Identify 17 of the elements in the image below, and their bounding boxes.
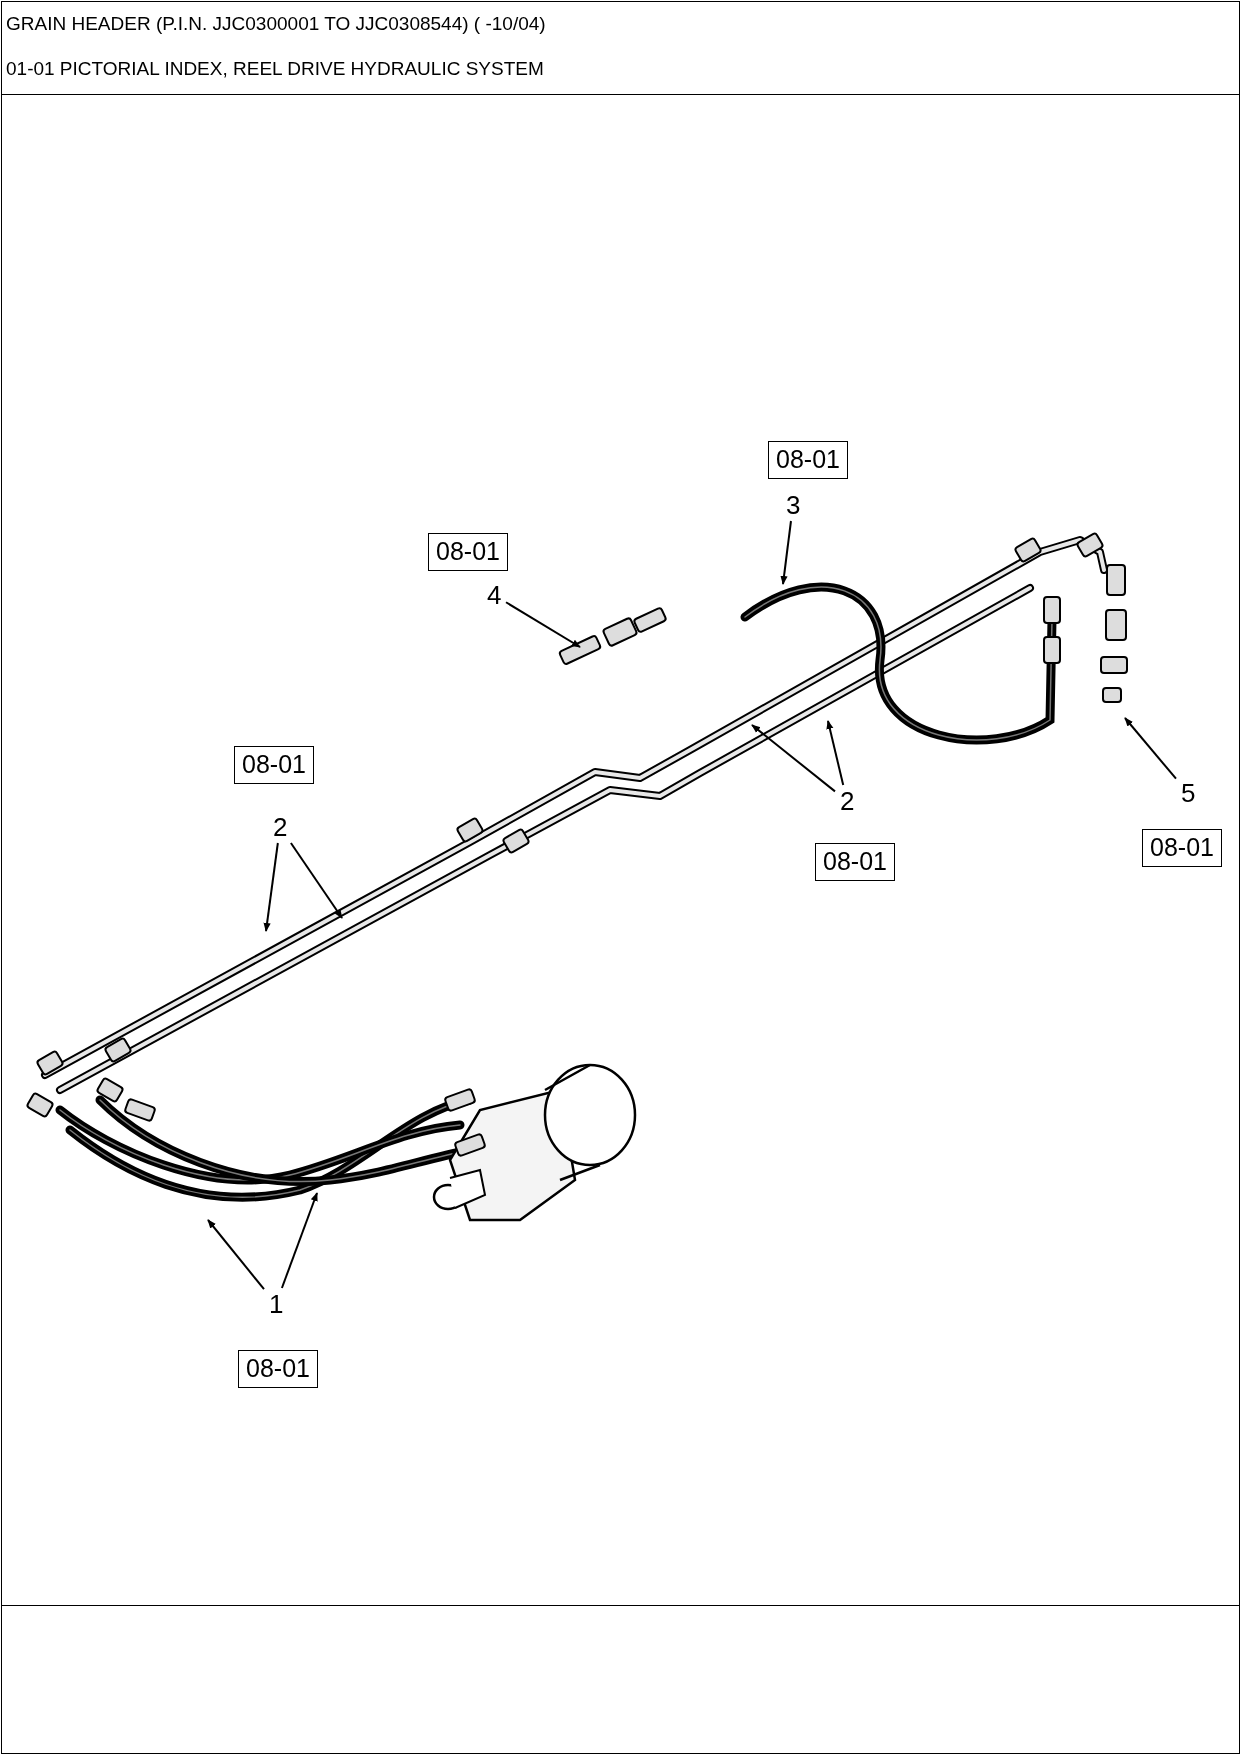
reference-box: 08-01 <box>428 533 508 571</box>
leader-arrow <box>751 724 836 793</box>
reference-box: 08-01 <box>768 441 848 479</box>
leader-arrow <box>1124 717 1177 780</box>
leader-arrow <box>826 720 845 786</box>
reference-box: 08-01 <box>1142 829 1222 867</box>
leader-arrow <box>280 1192 318 1289</box>
header-title: GRAIN HEADER (P.I.N. JJC0300001 TO JJC0308544) ( -10/04) <box>6 13 546 35</box>
reference-box: 08-01 <box>815 843 895 881</box>
header-subtitle: 01-01 PICTORIAL INDEX, REEL DRIVE HYDRAULIC SYSTEM <box>6 58 544 80</box>
leader-arrow <box>263 842 279 932</box>
leader-arrow <box>505 601 581 648</box>
reference-box: 08-01 <box>238 1350 318 1388</box>
reference-box: 08-01 <box>234 746 314 784</box>
leader-arrow <box>289 842 343 919</box>
leader-arrow <box>780 520 792 585</box>
leader-arrow <box>207 1219 265 1291</box>
